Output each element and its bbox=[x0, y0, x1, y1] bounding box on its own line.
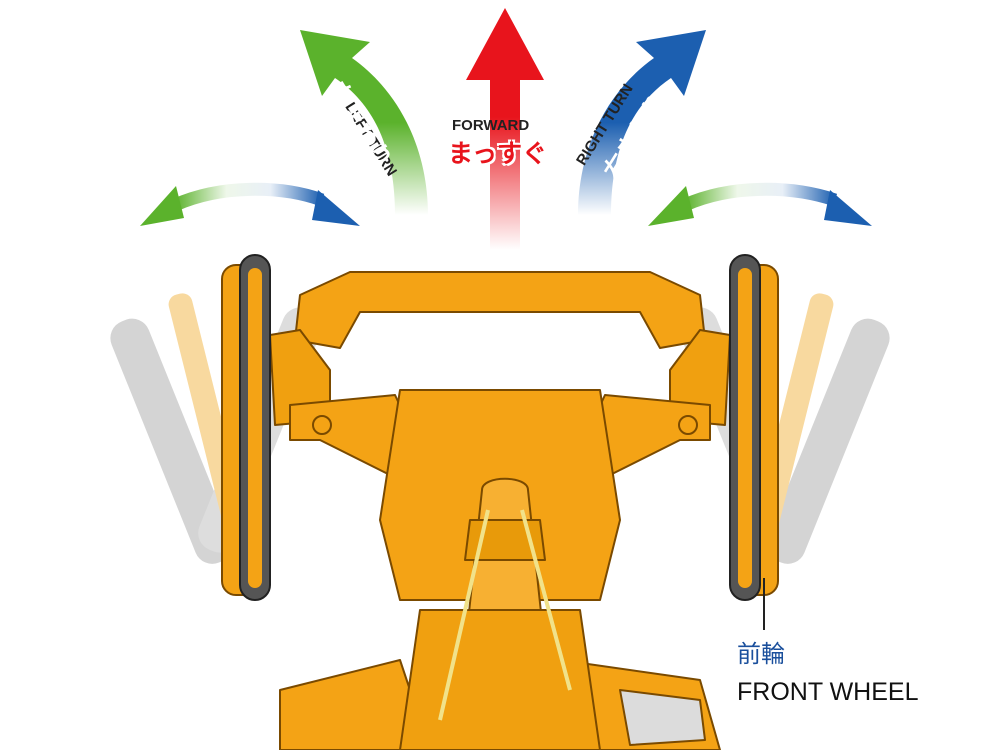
right-swing-arrow-icon bbox=[648, 182, 872, 226]
right-turn-arrow-icon bbox=[578, 30, 706, 215]
forward-label-jp: まっすぐ bbox=[448, 139, 548, 168]
left-swing-arrow-icon bbox=[140, 182, 360, 226]
front-wheel-label-en: FRONT WHEEL bbox=[737, 678, 919, 706]
left-front-wheel bbox=[221, 254, 271, 601]
forward-arrow-icon bbox=[466, 8, 544, 250]
forward-label-en: FORWARD bbox=[452, 117, 530, 134]
chassis bbox=[269, 271, 731, 750]
front-wheel-label-jp: 前輪 bbox=[737, 640, 785, 668]
rubber-band bbox=[438, 509, 572, 721]
right-front-wheel bbox=[729, 254, 779, 601]
left-turn-arrow-icon bbox=[300, 30, 428, 215]
